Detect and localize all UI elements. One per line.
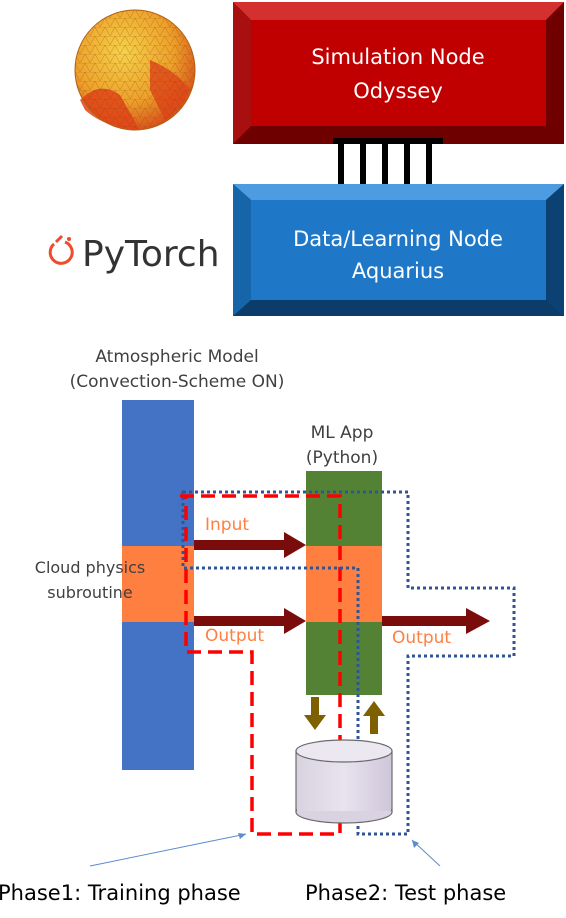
input-label: Input [205, 515, 249, 535]
data-node-name: Aquarius [352, 259, 444, 283]
atmos-title-line1: Atmospheric Model [95, 347, 258, 367]
phase2-test-path [181, 490, 516, 836]
pytorch-label: PyTorch [82, 234, 220, 275]
simulation-node-name: Odyssey [353, 79, 443, 103]
cloud-physics-label-line2: subroutine [47, 583, 133, 602]
store-down-arrow [304, 697, 326, 730]
pytorch-logo: PyTorch [48, 234, 220, 275]
phase1-pointer-line [89, 833, 247, 867]
output-arrow-right [382, 608, 490, 634]
output-arrow-left [194, 608, 306, 634]
phase2-pointer-arrowhead [412, 840, 419, 848]
input-arrow [194, 532, 306, 558]
load-up-arrow [363, 701, 385, 734]
ml-app-title-line1: ML App [311, 423, 374, 443]
globe-icon [74, 9, 196, 131]
phase1-pointer-arrowhead [238, 833, 246, 839]
ml-app-title-line2: (Python) [306, 448, 378, 468]
phase1-training-path [180, 494, 342, 836]
atmos-title-line2: (Convection-Scheme ON) [70, 372, 285, 392]
data-node-title: Data/Learning Node [293, 227, 503, 251]
node-interconnect [333, 138, 443, 184]
output-label-left: Output [205, 626, 264, 646]
database-cylinder-icon [295, 739, 393, 824]
data-learning-node-box: Data/Learning Node Aquarius [233, 184, 564, 316]
cloud-physics-label-line1: Cloud physics [35, 558, 145, 577]
phase2-label: Phase2: Test phase [305, 881, 506, 905]
output-label-right: Output [392, 628, 451, 648]
simulation-node-title: Simulation Node [311, 45, 484, 69]
phase1-label: Phase1: Training phase [0, 881, 241, 905]
ml-app-core-block [306, 546, 382, 622]
simulation-node-box: Simulation Node Odyssey [233, 2, 564, 144]
